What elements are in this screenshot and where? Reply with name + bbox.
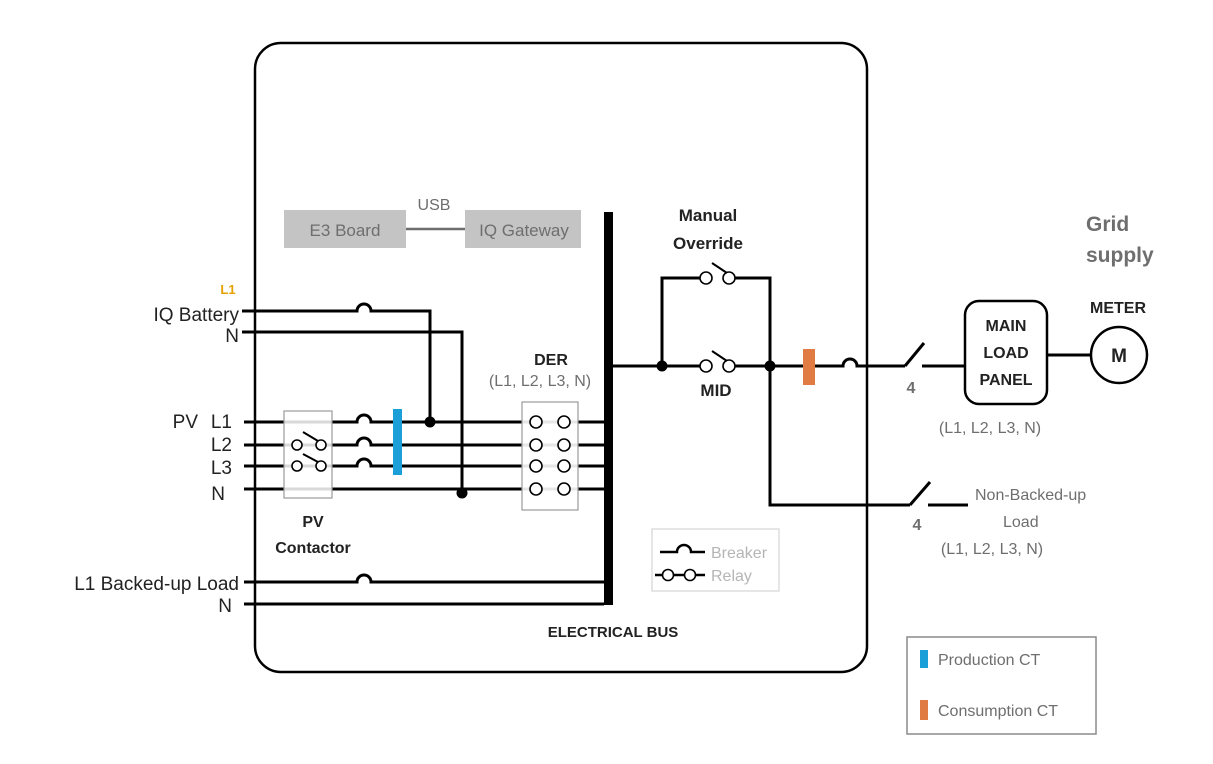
meter-label: METER bbox=[1090, 300, 1146, 317]
pv-l3-wire bbox=[244, 457, 604, 468]
non-backed-phases-label: (L1, L2, L3, N) bbox=[941, 541, 1043, 558]
der-relay-n bbox=[529, 482, 571, 496]
bus-junction bbox=[656, 360, 668, 372]
backed-up-load-label: L1 Backed-up Load bbox=[74, 574, 239, 595]
mid-to-grid-wire bbox=[735, 357, 905, 368]
iq-battery-n-label: N bbox=[225, 326, 239, 347]
iq-battery-l1-label: L1 bbox=[220, 282, 235, 297]
non-backed-breaker-poles: 4 bbox=[913, 517, 922, 534]
pv-l1-wire bbox=[244, 413, 604, 424]
pv-contactor-switch-1 bbox=[291, 431, 327, 451]
grid-supply-label-1: Grid bbox=[1086, 213, 1129, 236]
manual-override-label-1: Manual bbox=[679, 206, 738, 225]
ct-legend-box bbox=[906, 636, 1097, 735]
iq-battery-l1-wire bbox=[242, 302, 432, 422]
pv-l2-wire bbox=[244, 436, 604, 447]
pv-contactor-box bbox=[283, 410, 333, 499]
pv-label: PV bbox=[173, 412, 199, 433]
legend-consumption-ct-swatch bbox=[920, 700, 928, 720]
legend-production-ct-swatch bbox=[920, 650, 928, 668]
meter-symbol bbox=[1089, 325, 1149, 385]
pv-contactor-label-2: Contactor bbox=[275, 540, 351, 557]
legend-production-ct-label: Production CT bbox=[938, 652, 1040, 669]
consumption-ct bbox=[803, 349, 815, 385]
manual-override-switch bbox=[699, 262, 736, 285]
main-breaker-poles: 4 bbox=[907, 380, 916, 397]
grid-supply-label-2: supply bbox=[1086, 244, 1154, 267]
legend-breaker-symbol bbox=[660, 543, 705, 554]
iq-gateway-box bbox=[465, 210, 581, 248]
legend-relay-label: Relay bbox=[711, 568, 752, 585]
der-label: DER bbox=[534, 352, 568, 369]
meter-symbol-letter: M bbox=[1111, 346, 1127, 367]
iq-gateway-label: IQ Gateway bbox=[479, 221, 569, 240]
battery-l1-junction bbox=[424, 416, 436, 428]
mid-label: MID bbox=[700, 381, 731, 400]
der-relay-l1 bbox=[529, 415, 571, 429]
electrical-bus-label: ELECTRICAL BUS bbox=[548, 624, 679, 641]
mid-switch bbox=[699, 350, 736, 373]
pv-contactor-switch-2 bbox=[291, 453, 327, 472]
backed-up-n-label: N bbox=[218, 596, 232, 617]
e3-board-label: E3 Board bbox=[310, 221, 381, 240]
main-load-panel-label-2: LOAD bbox=[983, 345, 1028, 362]
main-breaker-blade bbox=[903, 342, 926, 367]
legend-breaker-label: Breaker bbox=[711, 545, 768, 562]
der-phases-label: (L1, L2, L3, N) bbox=[489, 373, 591, 390]
pv-l1-label: L1 bbox=[211, 412, 232, 433]
main-load-panel-label-3: PANEL bbox=[979, 372, 1032, 389]
der-relay-l3 bbox=[529, 459, 571, 473]
iq-battery-n-wire bbox=[242, 330, 464, 493]
iq-battery-label: IQ Battery bbox=[153, 305, 239, 326]
main-load-panel-label-1: MAIN bbox=[986, 318, 1027, 335]
main-load-panel bbox=[963, 299, 1049, 406]
pv-contactor-label-1: PV bbox=[302, 514, 324, 531]
legend-relay-symbol bbox=[655, 568, 705, 582]
non-backed-label-2: Load bbox=[1003, 514, 1039, 531]
e3-board-box bbox=[284, 210, 406, 248]
usb-label: USB bbox=[418, 197, 451, 214]
backed-up-l1-wire bbox=[244, 573, 604, 584]
pv-l2-label: L2 bbox=[211, 435, 232, 456]
non-backed-label-1: Non-Backed-up bbox=[975, 487, 1086, 504]
system-controller-enclosure bbox=[253, 41, 869, 674]
main-panel-phases-label: (L1, L2, L3, N) bbox=[939, 420, 1041, 437]
legend-consumption-ct-label: Consumption CT bbox=[938, 703, 1058, 720]
symbol-legend-box bbox=[651, 528, 780, 592]
manual-override-wire bbox=[660, 276, 772, 366]
pv-n-label: N bbox=[211, 484, 225, 505]
battery-n-junction bbox=[456, 487, 468, 499]
non-backed-breaker-blade bbox=[908, 481, 932, 506]
electrical-bus-bar bbox=[604, 212, 613, 605]
production-ct bbox=[393, 409, 402, 475]
der-relay-l2 bbox=[529, 438, 571, 452]
non-backed-up-wire bbox=[768, 366, 910, 507]
manual-override-label-2: Override bbox=[673, 234, 743, 253]
pv-l3-label: L3 bbox=[211, 458, 232, 479]
